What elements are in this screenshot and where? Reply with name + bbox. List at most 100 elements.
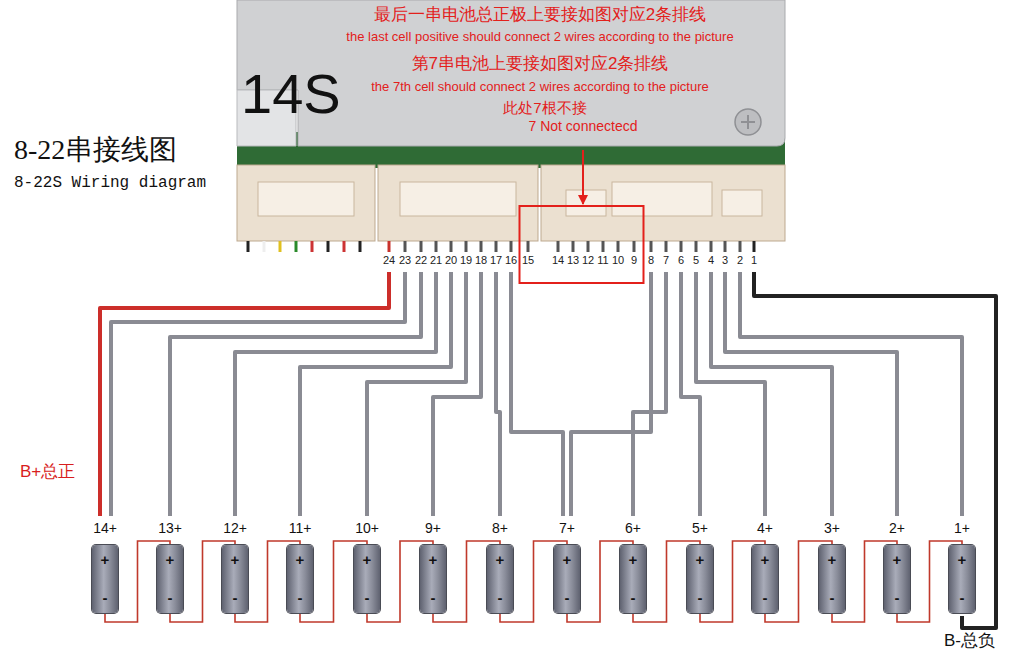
polarity-mark: - <box>565 589 570 606</box>
pin-number: 17 <box>490 254 502 267</box>
pin-number: 5 <box>693 254 699 267</box>
polarity-mark: - <box>498 589 503 606</box>
polarity-mark: + <box>496 551 505 568</box>
pin-stub <box>404 241 407 252</box>
battery-cell: 2++- <box>884 545 910 613</box>
pointer-arrow <box>582 150 584 204</box>
cell-label: 13+ <box>158 520 182 536</box>
pin-stub <box>247 241 250 252</box>
connector-latch <box>566 190 606 216</box>
pin-stub <box>633 241 636 252</box>
wire <box>300 272 451 516</box>
polarity-mark: + <box>893 551 902 568</box>
bms-board: 最后一串电池总正极上要接如图对应2条排线the last cell positi… <box>237 0 785 146</box>
pin-stub <box>587 241 590 252</box>
connector-latch <box>612 182 712 216</box>
battery-cell: 8++- <box>487 545 513 613</box>
polarity-mark: + <box>761 551 770 568</box>
connector-latch <box>258 182 354 216</box>
wire <box>111 272 405 516</box>
pin-number: 11 <box>597 254 608 267</box>
pin-stub <box>680 241 683 252</box>
pin-stub <box>263 241 266 252</box>
pin-stub <box>753 241 756 252</box>
pin-stub <box>510 241 513 252</box>
pin-stub <box>450 241 453 252</box>
pin-number: 7 <box>663 254 669 267</box>
polarity-mark: + <box>429 551 438 568</box>
board-note: the 7th cell should connect 2 wires acco… <box>371 80 708 95</box>
pin-number: 13 <box>567 254 579 267</box>
polarity-mark: + <box>696 551 705 568</box>
battery-cell: 5++- <box>687 545 713 613</box>
cell-label: 14+ <box>93 520 117 536</box>
wire <box>511 272 563 516</box>
board-note: 此处7根不接 <box>503 99 586 116</box>
pin-stub <box>388 241 391 252</box>
polarity-mark: + <box>563 551 572 568</box>
polarity-mark: - <box>830 589 835 606</box>
pin-stub <box>420 241 423 252</box>
wire <box>696 272 765 516</box>
polarity-mark: - <box>233 589 238 606</box>
cell-label: 3+ <box>824 520 840 536</box>
wire <box>711 272 832 516</box>
cell-label: 12+ <box>223 520 247 536</box>
connector-housing <box>541 165 785 241</box>
wires <box>100 272 996 628</box>
polarity-mark: + <box>363 551 372 568</box>
polarity-mark: + <box>166 551 175 568</box>
battery-cell: 1++- <box>949 545 975 613</box>
connector-housing <box>237 165 375 241</box>
board-note: 最后一串电池总正极上要接如图对应2条排线 <box>374 5 706 25</box>
negative-wire <box>754 272 996 628</box>
battery-cell: 10++- <box>354 545 380 613</box>
pin-stub <box>572 241 575 252</box>
pin-number: 15 <box>522 254 534 267</box>
polarity-mark: + <box>958 551 967 568</box>
wire <box>367 272 466 516</box>
board-note: 第7串电池上要接如图对应2条排线 <box>412 54 669 74</box>
highlight-box <box>520 206 644 283</box>
pin-number: 4 <box>708 254 714 267</box>
series-count: 14S <box>241 62 341 126</box>
battery-cell: 9++- <box>420 545 446 613</box>
polarity-mark: - <box>365 589 370 606</box>
pin-number: 8 <box>648 254 654 267</box>
pin-stub <box>724 241 727 252</box>
pin-number: 6 <box>678 254 684 267</box>
polarity-mark: + <box>101 551 110 568</box>
cell-label: 1+ <box>954 520 970 536</box>
connector-latch <box>400 182 516 216</box>
battery-cell: 4++- <box>752 545 778 613</box>
pin-stub <box>279 241 282 252</box>
wire <box>571 272 651 516</box>
connector-housings <box>237 165 785 241</box>
pin-number: 3 <box>722 254 728 267</box>
wire <box>235 272 436 516</box>
battery-cell: 12++- <box>222 545 248 613</box>
pin-stub <box>557 241 560 252</box>
wire <box>496 272 500 516</box>
pin-stub <box>695 241 698 252</box>
cell-label: 11+ <box>289 520 312 536</box>
pin-stub <box>465 241 468 252</box>
pin-stub <box>602 241 605 252</box>
cell-label: 5+ <box>692 520 708 536</box>
cell-label: 2+ <box>889 520 905 536</box>
battery-cell: 14++- <box>92 545 118 613</box>
pin-stub <box>295 241 298 252</box>
polarity-mark: + <box>828 551 837 568</box>
pin-stub <box>739 241 742 252</box>
pin-number: 1 <box>751 254 757 267</box>
polarity-mark: + <box>231 551 240 568</box>
cell-label: 8+ <box>492 520 508 536</box>
pin-stubs <box>248 241 754 252</box>
pin-number: 23 <box>399 254 411 267</box>
pin-number: 9 <box>631 254 637 267</box>
polarity-mark: + <box>296 551 305 568</box>
polarity-mark: - <box>103 589 108 606</box>
pin-number: 10 <box>612 254 624 267</box>
polarity-mark: + <box>629 551 638 568</box>
